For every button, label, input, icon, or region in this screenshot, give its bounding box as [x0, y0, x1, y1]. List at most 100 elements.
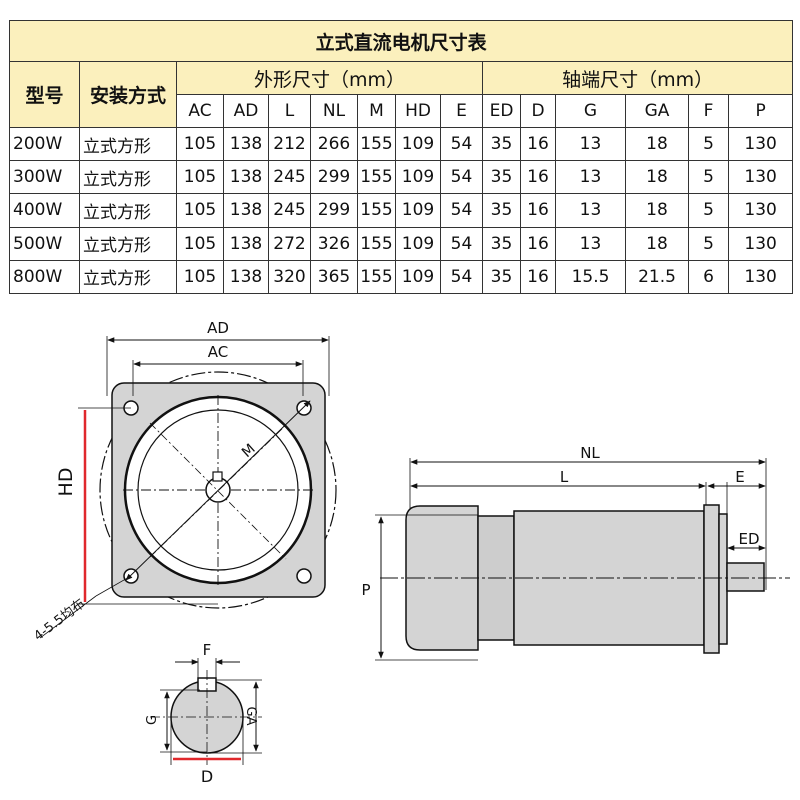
col-header-f: F — [688, 94, 729, 128]
value-cell: 138 — [223, 193, 269, 228]
value-cell: 54 — [440, 160, 483, 195]
value-cell: 109 — [395, 126, 441, 162]
value-cell: 16 — [520, 126, 556, 162]
value-cell: 5 — [688, 193, 729, 228]
value-cell: 13 — [555, 160, 626, 195]
side-view: NL L E ED P — [361, 444, 790, 661]
ac-label: AC — [208, 343, 228, 361]
model-cell: 800W — [9, 259, 80, 295]
value-cell: 299 — [310, 160, 358, 195]
col-header-ad: AD — [223, 94, 269, 128]
nl-label: NL — [580, 444, 600, 462]
value-cell: 109 — [395, 193, 441, 228]
value-cell: 54 — [440, 226, 483, 261]
value-cell: 54 — [440, 259, 483, 295]
model-cell: 500W — [9, 226, 80, 261]
motor-drawing: M AD AC HD 4-5.5均布 NL L E ED — [31, 319, 790, 786]
col-header-ed: ED — [482, 94, 521, 128]
f-label: F — [203, 641, 212, 659]
value-cell: 155 — [357, 126, 396, 162]
install-cell: 立式方形 — [79, 193, 177, 228]
d-label: D — [201, 767, 213, 786]
install-cell: 立式方形 — [79, 126, 177, 162]
value-cell: 155 — [357, 259, 396, 295]
col-header-p: P — [727, 94, 794, 128]
value-cell: 320 — [268, 259, 311, 295]
value-cell: 272 — [268, 226, 311, 261]
value-cell: 18 — [625, 226, 689, 261]
value-cell: 105 — [176, 193, 224, 228]
value-cell: 54 — [440, 193, 483, 228]
install-cell: 立式方形 — [79, 259, 177, 295]
value-cell: 5 — [688, 226, 729, 261]
ed-label: ED — [738, 530, 759, 548]
model-cell: 300W — [9, 160, 80, 195]
holes-label: 4-5.5均布 — [31, 596, 88, 644]
value-cell: 326 — [310, 226, 358, 261]
col-header-ac: AC — [176, 94, 224, 128]
col-header-hd: HD — [395, 94, 441, 128]
value-cell: 138 — [223, 160, 269, 195]
ga-label: GA — [243, 707, 258, 726]
value-cell: 155 — [357, 193, 396, 228]
col-header-l: L — [268, 94, 311, 128]
value-cell: 155 — [357, 226, 396, 261]
value-cell: 130 — [727, 259, 794, 295]
value-cell: 6 — [688, 259, 729, 295]
value-cell: 299 — [310, 193, 358, 228]
value-cell: 138 — [223, 259, 269, 295]
value-cell: 15.5 — [555, 259, 626, 295]
col-header-e: E — [440, 94, 483, 128]
col-header-ga: GA — [625, 94, 689, 128]
value-cell: 16 — [520, 160, 556, 195]
model-cell: 400W — [9, 193, 80, 228]
e-label: E — [735, 468, 744, 486]
ad-label: AD — [207, 319, 229, 337]
value-cell: 13 — [555, 193, 626, 228]
value-cell: 105 — [176, 226, 224, 261]
value-cell: 105 — [176, 160, 224, 195]
value-cell: 245 — [268, 193, 311, 228]
value-cell: 18 — [625, 160, 689, 195]
value-cell: 105 — [176, 259, 224, 295]
value-cell: 130 — [727, 226, 794, 261]
value-cell: 109 — [395, 160, 441, 195]
install-cell: 立式方形 — [79, 226, 177, 261]
value-cell: 35 — [482, 259, 521, 295]
value-cell: 245 — [268, 160, 311, 195]
g-label: G — [145, 715, 160, 725]
value-cell: 365 — [310, 259, 358, 295]
front-view: M AD AC HD 4-5.5均布 — [31, 319, 337, 644]
p-label: P — [361, 581, 370, 599]
col-header-m: M — [357, 94, 396, 128]
value-cell: 5 — [688, 160, 729, 195]
value-cell: 130 — [727, 193, 794, 228]
value-cell: 138 — [223, 226, 269, 261]
value-cell: 13 — [555, 226, 626, 261]
value-cell: 54 — [440, 126, 483, 162]
value-cell: 18 — [625, 126, 689, 162]
value-cell: 16 — [520, 193, 556, 228]
value-cell: 35 — [482, 193, 521, 228]
value-cell: 138 — [223, 126, 269, 162]
l-label: L — [560, 468, 569, 486]
value-cell: 105 — [176, 126, 224, 162]
value-cell: 35 — [482, 226, 521, 261]
col-header-d: D — [520, 94, 556, 128]
value-cell: 18 — [625, 193, 689, 228]
value-cell: 130 — [727, 126, 794, 162]
value-cell: 16 — [520, 259, 556, 295]
value-cell: 266 — [310, 126, 358, 162]
value-cell: 155 — [357, 160, 396, 195]
table-title: 立式直流电机尺寸表 — [8, 20, 794, 62]
model-cell: 200W — [9, 126, 80, 162]
col-header-nl: NL — [310, 94, 358, 128]
hd-label: HD — [55, 468, 77, 497]
value-cell: 109 — [395, 226, 441, 261]
col-header-g: G — [555, 94, 626, 128]
